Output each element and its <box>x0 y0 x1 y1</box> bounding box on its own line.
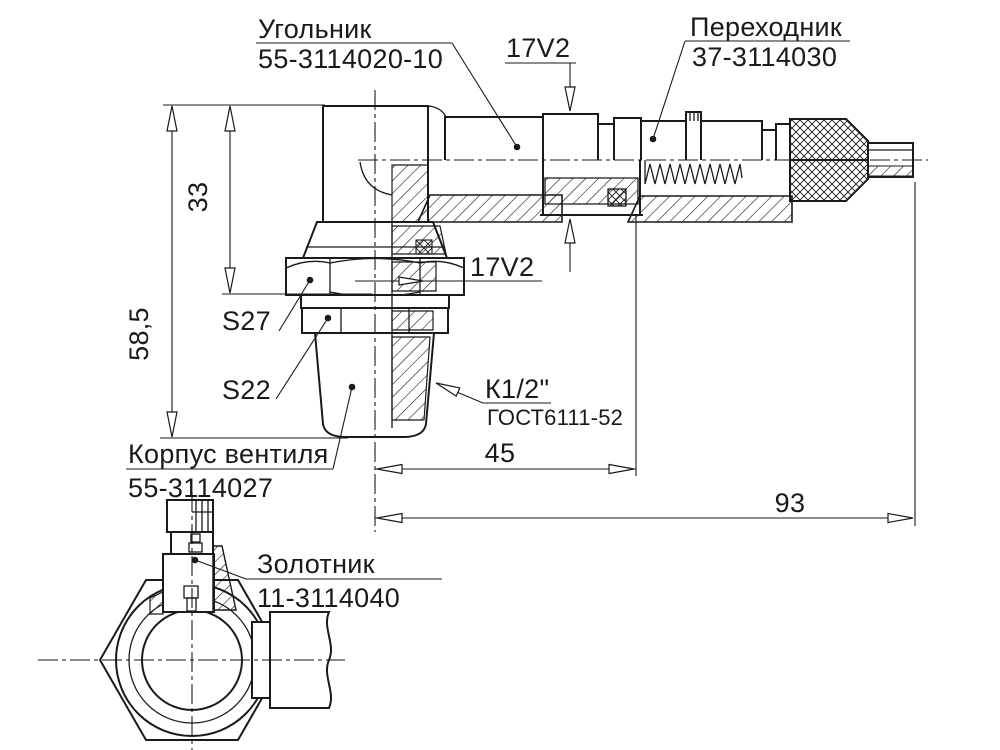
adapter-outline <box>613 111 914 161</box>
annotations: Угольник 55-3114020-10 17V2 Переходник 3… <box>124 12 842 613</box>
dim-overall-height: 58,5 <box>124 307 154 361</box>
label-elbow-partno: 55-3114020-10 <box>258 44 443 74</box>
centerlines <box>38 90 928 750</box>
horizontal-section <box>359 159 914 223</box>
stem-housing-section-left <box>149 591 164 615</box>
label-thread-top: 17V2 <box>506 33 570 63</box>
label-taper-thread: К1/2" <box>485 374 549 404</box>
bottom-view <box>98 499 332 741</box>
seal-ring-section <box>607 188 627 207</box>
knurled-cap-top <box>789 118 869 161</box>
label-valve-core-partno: 11-3114040 <box>257 583 400 613</box>
label-valve-core-name: Золотник <box>257 549 375 579</box>
label-thread-side: 17V2 <box>470 252 534 282</box>
elbow-wall-section <box>416 194 563 223</box>
main-section-view <box>285 105 914 438</box>
valve-core-leader-dot <box>191 556 199 564</box>
label-valve-body-name: Корпус вентиля <box>128 439 329 469</box>
s22-leader-dot <box>324 314 332 322</box>
dim-overall-length: 93 <box>775 488 806 518</box>
valve-body-leader-dot <box>348 383 356 391</box>
thread-profile <box>644 160 743 185</box>
dim-length-to-nut: 45 <box>485 438 516 468</box>
elbow-leader-dot <box>513 143 521 151</box>
adapter-leader-dot <box>649 135 657 143</box>
label-adapter-partno: 37-3114030 <box>692 42 837 72</box>
union-nut-outline <box>542 113 615 160</box>
label-taper-thread-standard: ГОСТ6111-52 <box>487 405 623 430</box>
label-wrench-hex: S27 <box>222 306 271 336</box>
valve-body-section <box>391 164 447 428</box>
dim-elbow-height: 33 <box>183 182 213 213</box>
valve-core-stem <box>149 499 237 615</box>
label-elbow-name: Угольник <box>258 14 372 44</box>
label-leaders <box>126 40 850 580</box>
knurled-cap-bottom <box>789 159 869 202</box>
s27-leader-dot <box>306 276 314 284</box>
label-wrench-square: S22 <box>222 375 271 405</box>
stem-housing-section-right <box>212 545 237 611</box>
label-adapter-name: Переходник <box>690 12 842 42</box>
valve-seal-section <box>415 239 433 255</box>
adapter-wall-section <box>626 195 793 223</box>
dimension-lines <box>160 62 916 526</box>
label-valve-body-partno: 55-3114027 <box>128 473 273 503</box>
tube-wall-section <box>867 165 914 177</box>
